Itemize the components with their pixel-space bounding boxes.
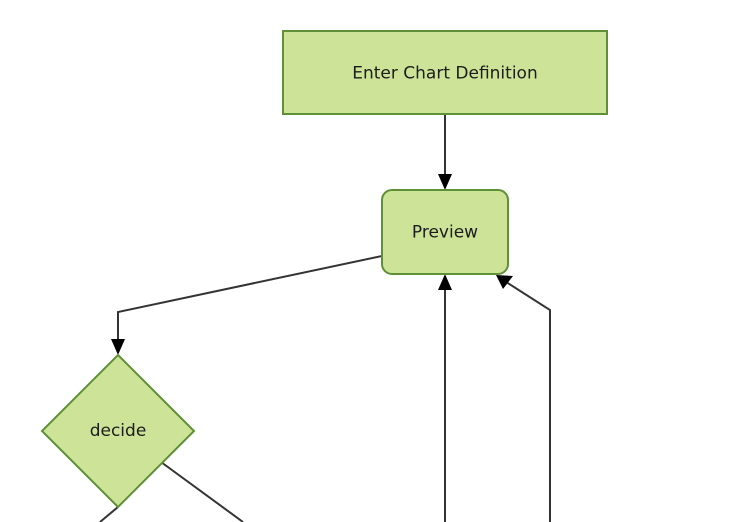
edge-right-to-preview-arrowhead xyxy=(496,275,513,289)
preview-label: Preview xyxy=(412,223,478,243)
edge-right-to-preview xyxy=(496,275,551,522)
decide-diamond[interactable] xyxy=(40,353,196,509)
preview-rect[interactable] xyxy=(381,189,509,275)
edge-decide-bottom-left xyxy=(99,506,119,522)
edge-enter-to-preview-arrowhead xyxy=(438,174,452,190)
decide-label: decide xyxy=(90,421,147,441)
edge-bottom-to-preview xyxy=(438,274,452,522)
edge-bottom-to-preview-arrowhead xyxy=(438,274,452,290)
enter-chart-definition-label: Enter Chart Definition xyxy=(352,64,537,84)
enter-chart-definition-rect[interactable] xyxy=(282,30,608,115)
edge-right-to-preview-line xyxy=(502,279,551,522)
edge-enter-to-preview xyxy=(438,114,452,190)
edge-preview-to-decide-line xyxy=(117,255,383,347)
edge-preview-to-decide-arrowhead xyxy=(111,339,125,355)
node-decide[interactable]: decide xyxy=(40,353,196,509)
edge-decide-bottom-right xyxy=(160,461,244,522)
edge-preview-to-decide xyxy=(111,255,383,355)
node-preview[interactable]: Preview xyxy=(381,189,509,275)
edge-decide-bottom-right-line xyxy=(160,461,244,522)
edge-decide-bottom-left-line xyxy=(99,506,119,522)
node-enter-chart-definition[interactable]: Enter Chart Definition xyxy=(282,30,608,115)
